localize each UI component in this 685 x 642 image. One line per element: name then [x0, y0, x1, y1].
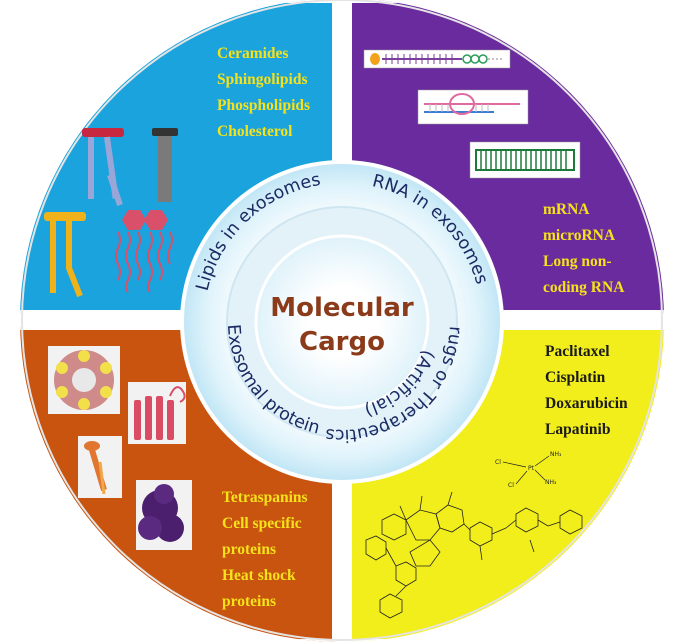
phospholipid-icon — [82, 128, 124, 206]
rna-item: Long non- — [543, 253, 612, 270]
cholesterol-icon — [152, 128, 178, 202]
helical-protein-icon — [78, 436, 122, 498]
svg-text:Pt: Pt — [528, 465, 535, 472]
globular-protein-icon — [136, 480, 192, 550]
drug-item: Cisplatin — [545, 369, 606, 386]
center-title-line1: Molecular — [270, 293, 414, 323]
protein-item: Tetraspanins — [222, 489, 308, 506]
protein-illustrations — [48, 346, 192, 550]
svg-text:Cl: Cl — [495, 459, 501, 466]
lipid-item: Phospholipids — [217, 97, 310, 114]
drug-item: Paclitaxel — [545, 343, 610, 360]
mrna-icon — [363, 49, 511, 69]
rna-item: coding RNA — [543, 279, 625, 296]
protein-item: Cell specific — [222, 515, 302, 532]
rna-item: mRNA — [543, 201, 590, 218]
paclitaxel-structure — [365, 491, 583, 619]
svg-text:NH₃: NH₃ — [545, 479, 557, 486]
lipid-item: Sphingolipids — [217, 71, 307, 88]
center-disk — [254, 234, 430, 410]
svg-text:Cl: Cl — [508, 482, 514, 489]
drug-items: Paclitaxel Cisplatin Doxarubicin Lapatin… — [545, 343, 628, 438]
rna-items: mRNA microRNA Long non- coding RNA — [543, 201, 625, 296]
ceramide-icon — [115, 210, 173, 293]
drug-item: Doxarubicin — [545, 395, 628, 412]
protein-item: proteins — [222, 593, 276, 610]
svg-text:NH₃: NH₃ — [550, 451, 562, 458]
lipid-item: Cholesterol — [217, 123, 293, 140]
protein-item: proteins — [222, 541, 276, 558]
lipid-illustrations — [44, 128, 178, 298]
protein-item: Heat shock — [222, 567, 296, 584]
lipid-items: Ceramides Sphingolipids Phospholipids Ch… — [217, 45, 310, 140]
long-noncoding-rna-icon — [469, 141, 581, 179]
protein-items: Tetraspanins Cell specific proteins Heat… — [222, 489, 308, 610]
microrna-icon — [417, 89, 529, 125]
protein-complex-icon — [48, 346, 120, 414]
center-title-line2: Cargo — [299, 327, 385, 357]
beta-sheet-protein-icon — [128, 382, 186, 444]
sphingolipid-icon — [44, 212, 86, 298]
cisplatin-structure: Cl Cl Pt NH₃ NH₃ — [495, 451, 562, 489]
rna-illustrations — [363, 49, 581, 179]
rna-item: microRNA — [543, 227, 616, 244]
outer-border — [21, 0, 663, 641]
drug-item: Lapatinib — [545, 421, 610, 438]
lipid-item: Ceramides — [217, 45, 288, 62]
